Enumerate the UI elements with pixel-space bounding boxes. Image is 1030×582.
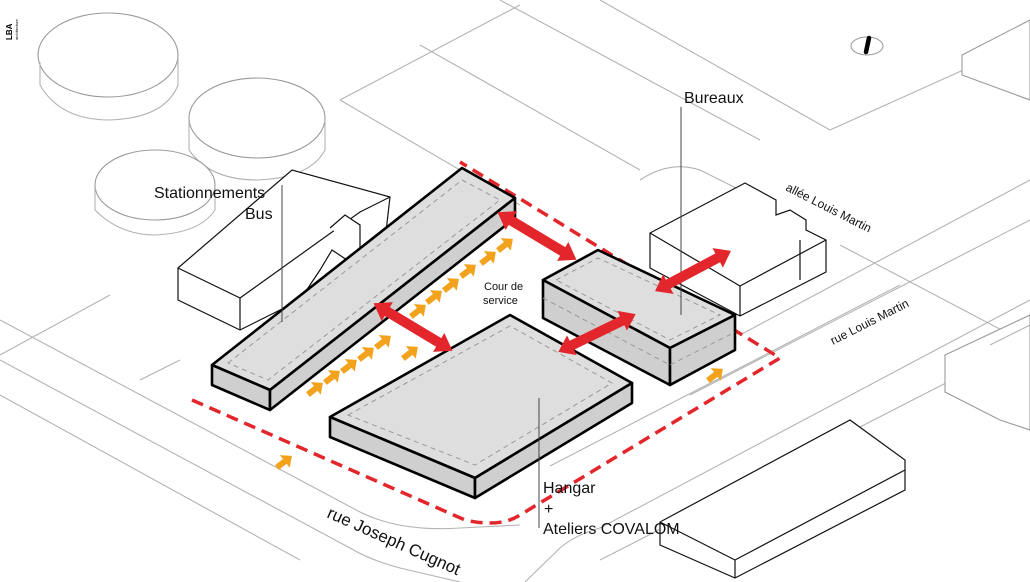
arrow-icon (340, 359, 357, 374)
access-arrows (275, 238, 723, 470)
arrow-icon (479, 251, 496, 266)
street-rue-joseph-cugnot: rue Joseph Cugnot (324, 503, 463, 579)
double-arrow-icon (373, 302, 453, 352)
storage-tanks (37, 12, 326, 236)
double-arrow-icon (655, 248, 731, 294)
label-parking-line1: Stationnements (154, 185, 265, 202)
office-structure (649, 182, 827, 317)
double-arrow-icon (558, 310, 636, 356)
hangar-building (328, 313, 634, 500)
arrow-icon (459, 264, 476, 279)
label-service-yard-line2: service (483, 295, 518, 307)
neighbour-buildings (659, 19, 1030, 579)
lba-logo: LBA architecture (5, 18, 19, 40)
arrow-icon (706, 368, 723, 383)
arrow-icon (275, 455, 292, 470)
arrow-icon (496, 238, 513, 253)
label-hangar-line1: Hangar (543, 480, 596, 497)
label-offices: Bureaux (684, 90, 744, 107)
logo-mark: LBA (5, 23, 14, 40)
arrow-icon (442, 278, 459, 293)
logo-sub: architecture (14, 18, 19, 40)
label-hangar-line3: Ateliers COVALOM (543, 521, 680, 538)
arrow-icon (323, 370, 340, 385)
arrow-icon (374, 335, 391, 350)
bus-parking-structure (177, 169, 391, 331)
label-service-yard-line1: Cour de (484, 281, 523, 293)
arrow-icon (357, 347, 374, 362)
label-parking-line2: Bus (245, 206, 273, 223)
arrow-icon (425, 290, 442, 305)
arrow-icon (306, 382, 323, 397)
street-rue-louis-martin: rue Louis Martin (828, 296, 911, 348)
arrow-icon (409, 304, 426, 319)
double-arrow-icon (497, 211, 577, 261)
north-arrow-icon (850, 35, 884, 56)
site-boundary (191, 160, 784, 525)
label-hangar-line2: + (544, 501, 553, 518)
circulation-arrows (373, 211, 731, 356)
arrow-icon (401, 346, 418, 361)
